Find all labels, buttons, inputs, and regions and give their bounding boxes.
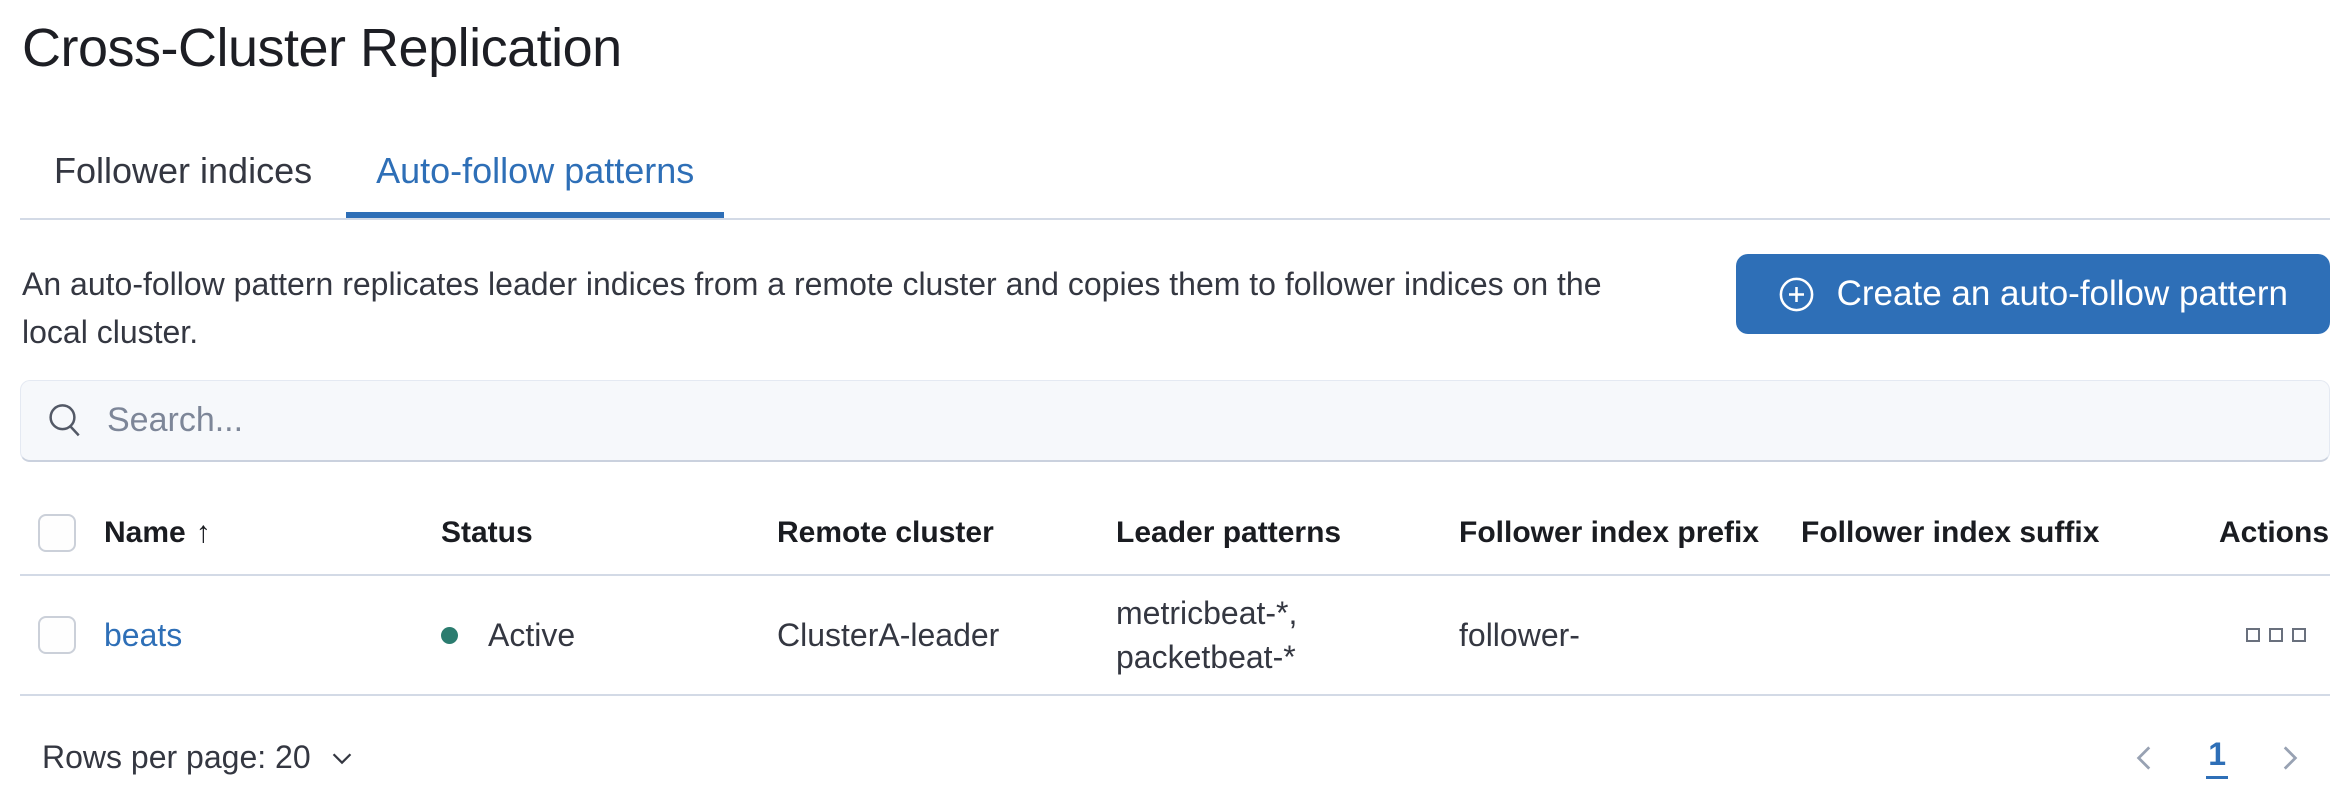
- status-cell: Active: [441, 617, 777, 654]
- tab-auto-follow-patterns[interactable]: Auto-follow patterns: [346, 130, 724, 218]
- description-line-1: An auto-follow pattern replicates leader…: [22, 266, 1602, 302]
- column-header-name[interactable]: Name↑: [104, 516, 211, 549]
- create-auto-follow-pattern-button[interactable]: Create an auto-follow pattern: [1735, 254, 2330, 334]
- tab-follower-indices[interactable]: Follower indices: [54, 150, 313, 191]
- page-number-1[interactable]: 1: [2206, 736, 2228, 779]
- description: An auto-follow pattern replicates leader…: [22, 260, 1642, 356]
- description-line-2: local cluster.: [22, 314, 199, 350]
- page-title: Cross-Cluster Replication: [22, 18, 622, 78]
- leader-pattern-2: packetbeat-*: [1116, 639, 1296, 675]
- table-header-row: Name↑ Status Remote cluster Leader patte…: [20, 462, 2330, 576]
- pagination: 1: [2128, 736, 2306, 779]
- table-row: beats Active ClusterA-leader metricbeat-…: [20, 576, 2330, 696]
- boxes-horizontal-icon[interactable]: [2244, 622, 2308, 648]
- rows-per-page-button[interactable]: Rows per page: 20: [42, 739, 357, 776]
- remote-cluster-cell: ClusterA-leader: [777, 616, 1000, 653]
- chevron-left-icon[interactable]: [2128, 741, 2162, 775]
- cross-cluster-replication-page: Cross-Cluster Replication Follower indic…: [0, 16, 2336, 779]
- row-checkbox[interactable]: [38, 616, 76, 654]
- plus-in-circle-icon: [1779, 277, 1813, 311]
- search-icon: [49, 403, 80, 436]
- column-header-status: Status: [441, 516, 533, 549]
- search-bar: [20, 380, 2330, 462]
- column-header-remote-cluster: Remote cluster: [777, 516, 994, 549]
- auto-follow-patterns-table: Name↑ Status Remote cluster Leader patte…: [20, 462, 2330, 779]
- select-all-checkbox[interactable]: [38, 514, 76, 552]
- column-header-follower-index-suffix: Follower index suffix: [1801, 516, 2100, 549]
- table-footer: Rows per page: 20 1: [20, 696, 2330, 779]
- chevron-down-icon: [332, 752, 351, 764]
- chevron-right-icon[interactable]: [2272, 741, 2306, 775]
- search-input[interactable]: [107, 401, 2305, 440]
- tab-bar: Follower indices Auto-follow patterns: [20, 130, 2330, 220]
- active-status-dot-icon: [441, 626, 458, 644]
- column-header-leader-patterns: Leader patterns: [1116, 516, 1342, 549]
- pattern-name-link[interactable]: beats: [104, 616, 183, 653]
- header-section: An auto-follow pattern replicates leader…: [20, 220, 2330, 356]
- leader-pattern-1: metricbeat-*,: [1116, 595, 1298, 631]
- create-button-label: Create an auto-follow pattern: [1836, 274, 2288, 313]
- sort-ascending-icon: ↑: [195, 516, 211, 549]
- follower-index-prefix-cell: follower-: [1459, 616, 1580, 653]
- status-label: Active: [488, 616, 576, 653]
- rows-per-page-label: Rows per page: 20: [42, 739, 311, 775]
- leader-patterns-cell: metricbeat-*, packetbeat-*: [1116, 591, 1459, 679]
- column-header-actions: Actions: [2219, 516, 2330, 549]
- column-header-follower-index-prefix: Follower index prefix: [1459, 516, 1760, 549]
